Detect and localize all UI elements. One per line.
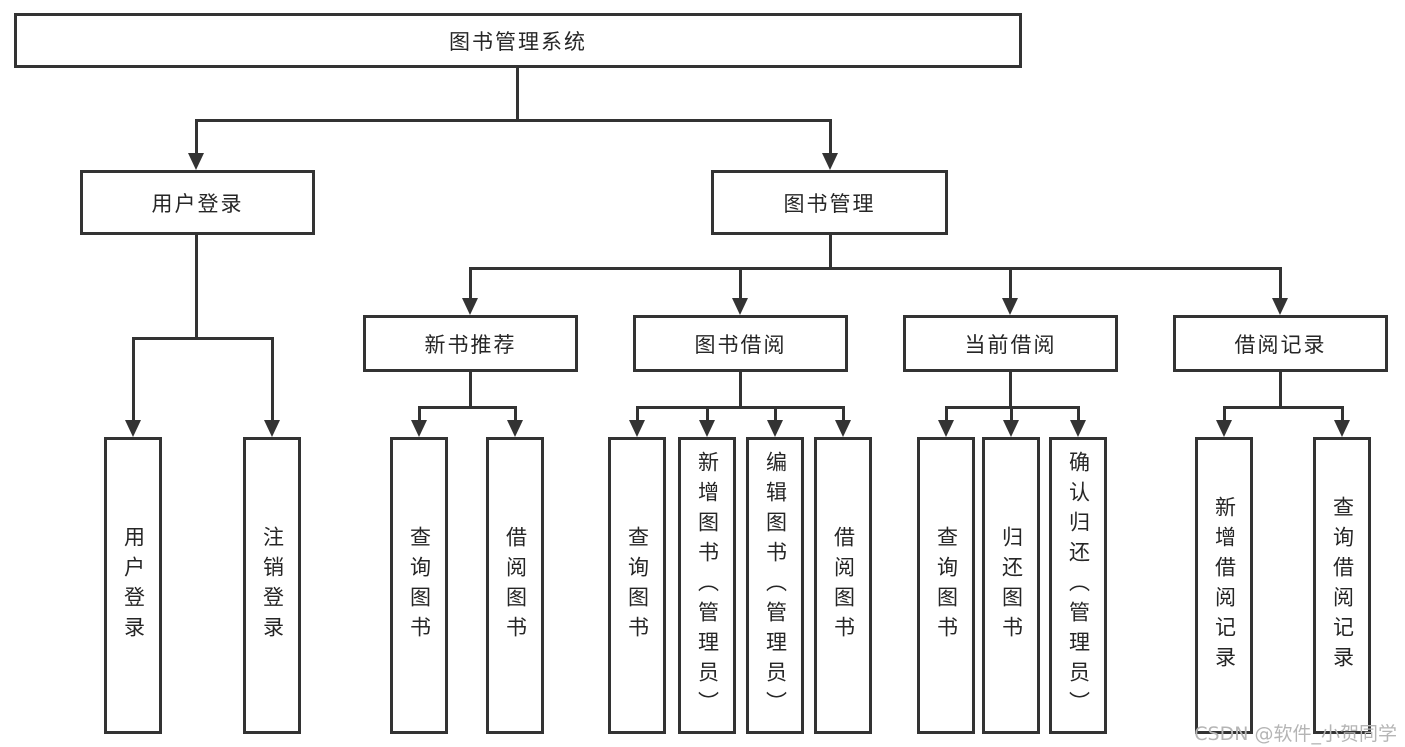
leaf-borrow-books: 借阅图书	[814, 437, 872, 734]
connector-line	[1341, 406, 1344, 424]
connector-line	[271, 337, 274, 423]
arrow-down-icon	[125, 420, 141, 437]
connector-line	[1077, 406, 1080, 424]
node-book-borrow: 图书借阅	[633, 315, 848, 372]
connector-line	[132, 337, 274, 340]
arrow-down-icon	[1003, 420, 1019, 437]
connector-line	[514, 406, 517, 424]
arrow-down-icon	[767, 420, 783, 437]
connector-line	[418, 406, 421, 424]
leaf-user-login: 用户登录	[104, 437, 162, 734]
connector-line	[842, 406, 845, 424]
connector-line	[516, 68, 519, 122]
connector-line	[1223, 406, 1344, 409]
arrow-down-icon	[188, 153, 204, 170]
node-new-book-recommend: 新书推荐	[363, 315, 578, 372]
csdn-watermark: CSDN @软件_小贺同学	[1194, 723, 1397, 745]
connector-line	[469, 267, 472, 301]
connector-line	[739, 267, 742, 301]
arrow-down-icon	[1002, 298, 1018, 315]
connector-line	[195, 119, 198, 155]
leaf-add-books-admin: 新增图书（管理员）	[678, 437, 736, 734]
connector-line	[636, 406, 639, 424]
leaf-query-borrow-record: 查询借阅记录	[1313, 437, 1371, 734]
arrow-down-icon	[1334, 420, 1350, 437]
arrow-down-icon	[938, 420, 954, 437]
connector-line	[469, 372, 472, 409]
node-borrow-records: 借阅记录	[1173, 315, 1388, 372]
connector-line	[1279, 267, 1282, 301]
leaf-query-books-current: 查询图书	[917, 437, 975, 734]
connector-line	[1009, 372, 1012, 409]
connector-line	[774, 406, 777, 424]
node-book-management: 图书管理	[711, 170, 948, 235]
arrow-down-icon	[822, 153, 838, 170]
arrow-down-icon	[629, 420, 645, 437]
connector-line	[1279, 372, 1282, 409]
connector-line	[636, 406, 845, 409]
connector-line	[739, 372, 742, 409]
arrow-down-icon	[507, 420, 523, 437]
connector-line	[195, 119, 832, 122]
connector-line	[195, 235, 198, 340]
node-user-login: 用户登录	[80, 170, 315, 235]
connector-line	[706, 406, 709, 424]
leaf-add-borrow-record: 新增借阅记录	[1195, 437, 1253, 734]
leaf-logout: 注销登录	[243, 437, 301, 734]
arrow-down-icon	[264, 420, 280, 437]
arrow-down-icon	[1272, 298, 1288, 315]
arrow-down-icon	[1216, 420, 1232, 437]
arrow-down-icon	[699, 420, 715, 437]
arrow-down-icon	[835, 420, 851, 437]
arrow-down-icon	[411, 420, 427, 437]
arrow-down-icon	[462, 298, 478, 315]
leaf-edit-books-admin: 编辑图书（管理员）	[746, 437, 804, 734]
connector-line	[829, 235, 832, 270]
leaf-query-books-recommend: 查询图书	[390, 437, 448, 734]
arrow-down-icon	[732, 298, 748, 315]
connector-line	[132, 337, 135, 423]
node-root-system: 图书管理系统	[14, 13, 1022, 68]
leaf-query-books-borrow: 查询图书	[608, 437, 666, 734]
leaf-confirm-return-admin: 确认归还（管理员）	[1049, 437, 1107, 734]
connector-line	[1223, 406, 1226, 424]
connector-line	[1010, 406, 1013, 424]
connector-line	[1009, 267, 1012, 301]
arrow-down-icon	[1070, 420, 1086, 437]
leaf-borrow-books-recommend: 借阅图书	[486, 437, 544, 734]
connector-line	[945, 406, 948, 424]
connector-line	[469, 267, 1282, 270]
node-current-borrow: 当前借阅	[903, 315, 1118, 372]
leaf-return-books: 归还图书	[982, 437, 1040, 734]
connector-line	[829, 119, 832, 155]
connector-line	[418, 406, 517, 409]
